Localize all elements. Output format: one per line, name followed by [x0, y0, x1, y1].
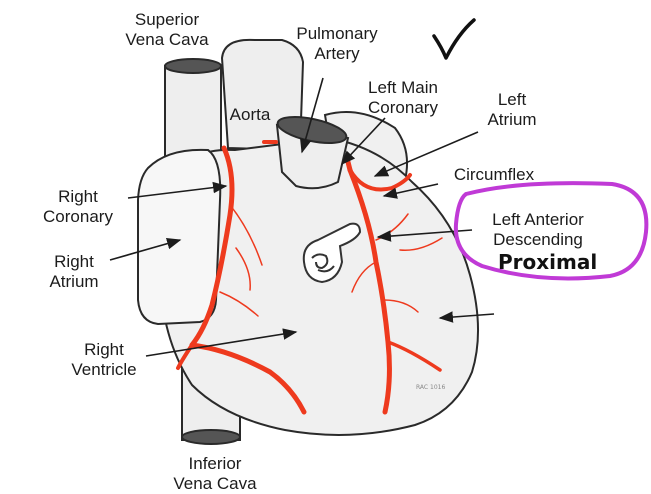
- label-arrows: [109, 77, 495, 357]
- label-superior-vena-cava: Superior Vena Cava: [125, 10, 209, 49]
- arrow-right-atrium: [109, 238, 182, 261]
- arrow-left-ventricle: [438, 311, 495, 323]
- heart-body-shape: [158, 136, 479, 436]
- arrow-left-atrium: [373, 131, 479, 177]
- watermark-code: RAC 1016: [416, 384, 446, 391]
- right-atrium-shape: [137, 148, 222, 326]
- label-left-atrium: Left Atrium: [487, 90, 537, 129]
- label-aorta: Aorta: [229, 105, 271, 124]
- check-mark-icon: [432, 18, 476, 60]
- annotation-proximal: Proximal: [498, 250, 598, 274]
- label-pulmonary-artery: Pulmonary Artery: [296, 24, 378, 63]
- arrow-right-ventricle: [145, 328, 298, 357]
- cartoon-muscle-icon: [302, 222, 362, 284]
- label-right-ventricle: Right Ventricle: [71, 340, 137, 379]
- arrow-right-coronary: [127, 181, 228, 199]
- highlight-ellipse: [453, 181, 649, 281]
- label-circumflex: Circumflex: [453, 165, 535, 184]
- label-left-anterior-descending: Left Anterior Descending: [492, 210, 584, 249]
- arrow-pulmonary: [299, 77, 324, 154]
- label-inferior-vena-cava: Inferior Vena Cava: [173, 454, 257, 493]
- label-left-main-coronary: Left Main Coronary: [368, 78, 438, 117]
- label-right-coronary: Right Coronary: [43, 187, 113, 226]
- label-right-atrium: Right Atrium: [49, 252, 99, 291]
- arrow-circumflex: [382, 183, 439, 199]
- arrow-left-main: [341, 117, 386, 166]
